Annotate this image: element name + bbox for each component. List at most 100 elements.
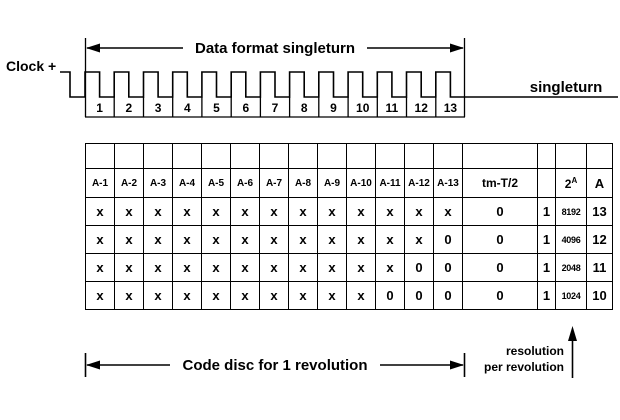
bit-cell: x — [259, 225, 289, 254]
bit-cell: x — [317, 281, 347, 310]
code-disc-label: Code disc for 1 revolution — [182, 357, 367, 374]
bit-cell: x — [288, 197, 318, 226]
power-cell: 8192 — [555, 197, 587, 226]
col-header: A-7 — [259, 168, 289, 198]
blank-header — [537, 168, 556, 198]
bit-cell: x — [172, 197, 202, 226]
left-arrowhead-icon — [86, 360, 100, 370]
clock-label: Clock + — [6, 58, 56, 74]
tm-cell: 0 — [462, 225, 538, 254]
bit-cell: x — [143, 253, 173, 282]
bit-cell: x — [201, 253, 231, 282]
singleturn-label: singleturn — [530, 79, 603, 96]
table-row: x x x x x x x x x x x x 0 0 1 4096 12 — [85, 225, 613, 254]
power-base: 2 — [564, 176, 572, 191]
power-cell: 2048 — [555, 253, 587, 282]
empty-cell — [404, 143, 434, 169]
a-cell: 12 — [586, 225, 613, 254]
empty-cell — [537, 143, 556, 169]
empty-cell — [230, 143, 260, 169]
singleturn-data-table: A-1 A-2 A-3 A-4 A-5 A-6 A-7 A-8 A-9 A-10… — [85, 143, 613, 310]
bit-cell: x — [346, 281, 376, 310]
bit-cell: x — [114, 225, 144, 254]
bit-cell: x — [85, 281, 115, 310]
tm-header: tm-T/2 — [462, 168, 538, 198]
bit-scale-ticks — [85, 97, 465, 118]
bit-cell: x — [433, 197, 463, 226]
empty-cell — [85, 143, 115, 169]
a-cell: 11 — [586, 253, 613, 282]
bit-cell: x — [85, 225, 115, 254]
bit-cell: x — [143, 197, 173, 226]
bit-cell: x — [404, 225, 434, 254]
a-cell: 13 — [586, 197, 613, 226]
bit-cell: 0 — [404, 281, 434, 310]
bit-cell: x — [317, 225, 347, 254]
empty-cell — [375, 143, 405, 169]
resolution-note-line2: per revolution — [484, 360, 564, 374]
empty-cell — [114, 143, 144, 169]
a-cell: 10 — [586, 281, 613, 310]
col-header: A-1 — [85, 168, 115, 198]
bit-cell: x — [230, 253, 260, 282]
bit-cell: x — [172, 253, 202, 282]
table-row: x x x x x x x x x x 0 0 0 0 1 1024 10 — [85, 281, 613, 310]
right-arrowhead-icon — [450, 360, 464, 370]
power-cell: 4096 — [555, 225, 587, 254]
pulse-number: 9 — [330, 101, 337, 115]
tm-cell: 0 — [462, 253, 538, 282]
bit-cell: x — [172, 225, 202, 254]
col-header: A-6 — [230, 168, 260, 198]
col-header: A-10 — [346, 168, 376, 198]
bit-cell: x — [259, 253, 289, 282]
bit-cell: 0 — [404, 253, 434, 282]
col-header: A-13 — [433, 168, 463, 198]
bit-cell: x — [201, 197, 231, 226]
bit-cell: x — [317, 197, 347, 226]
bit-cell: 0 — [433, 253, 463, 282]
bit-cell: x — [230, 197, 260, 226]
clock-waveform-diagram: Data format singleturn Clock + singletur… — [6, 38, 618, 118]
bit-cell: x — [404, 197, 434, 226]
empty-cell — [172, 143, 202, 169]
left-arrowhead-icon — [86, 43, 100, 53]
data-format-span-arrow — [86, 43, 464, 53]
empty-cell — [143, 143, 173, 169]
table-header-row: A-1 A-2 A-3 A-4 A-5 A-6 A-7 A-8 A-9 A-10… — [85, 168, 613, 198]
tm-cell: 0 — [462, 281, 538, 310]
clock-signal-wave — [60, 71, 618, 98]
col-header: A-2 — [114, 168, 144, 198]
bit-cell: x — [346, 253, 376, 282]
one-cell: 1 — [537, 253, 556, 282]
bit-cell: 0 — [433, 225, 463, 254]
bit-cell: x — [143, 225, 173, 254]
bit-cell: x — [375, 253, 405, 282]
bit-cell: x — [114, 253, 144, 282]
empty-cell — [555, 143, 587, 169]
col-header: A-4 — [172, 168, 202, 198]
bit-cell: 0 — [375, 281, 405, 310]
one-cell: 1 — [537, 281, 556, 310]
bit-cell: x — [172, 281, 202, 310]
bit-cell: x — [259, 197, 289, 226]
col-header: A-5 — [201, 168, 231, 198]
table-row: x x x x x x x x x x x x x 0 1 8192 13 — [85, 197, 613, 226]
power-header: 2A — [555, 168, 587, 198]
a-header: A — [586, 168, 613, 198]
bit-cell: x — [317, 253, 347, 282]
col-header: A-11 — [375, 168, 405, 198]
power-sup: A — [571, 175, 578, 185]
col-header: A-12 — [404, 168, 434, 198]
bit-cell: x — [259, 281, 289, 310]
pulse-number: 3 — [155, 101, 162, 115]
empty-cell — [259, 143, 289, 169]
bit-cell: x — [346, 225, 376, 254]
bit-cell: x — [375, 225, 405, 254]
table-row: x x x x x x x x x x x 0 0 0 1 2048 11 — [85, 253, 613, 282]
bit-cell: x — [346, 197, 376, 226]
bit-cell: x — [143, 281, 173, 310]
pulse-number: 4 — [184, 101, 191, 115]
pulse-number: 7 — [272, 101, 279, 115]
resolution-note-line1: resolution — [506, 344, 564, 358]
